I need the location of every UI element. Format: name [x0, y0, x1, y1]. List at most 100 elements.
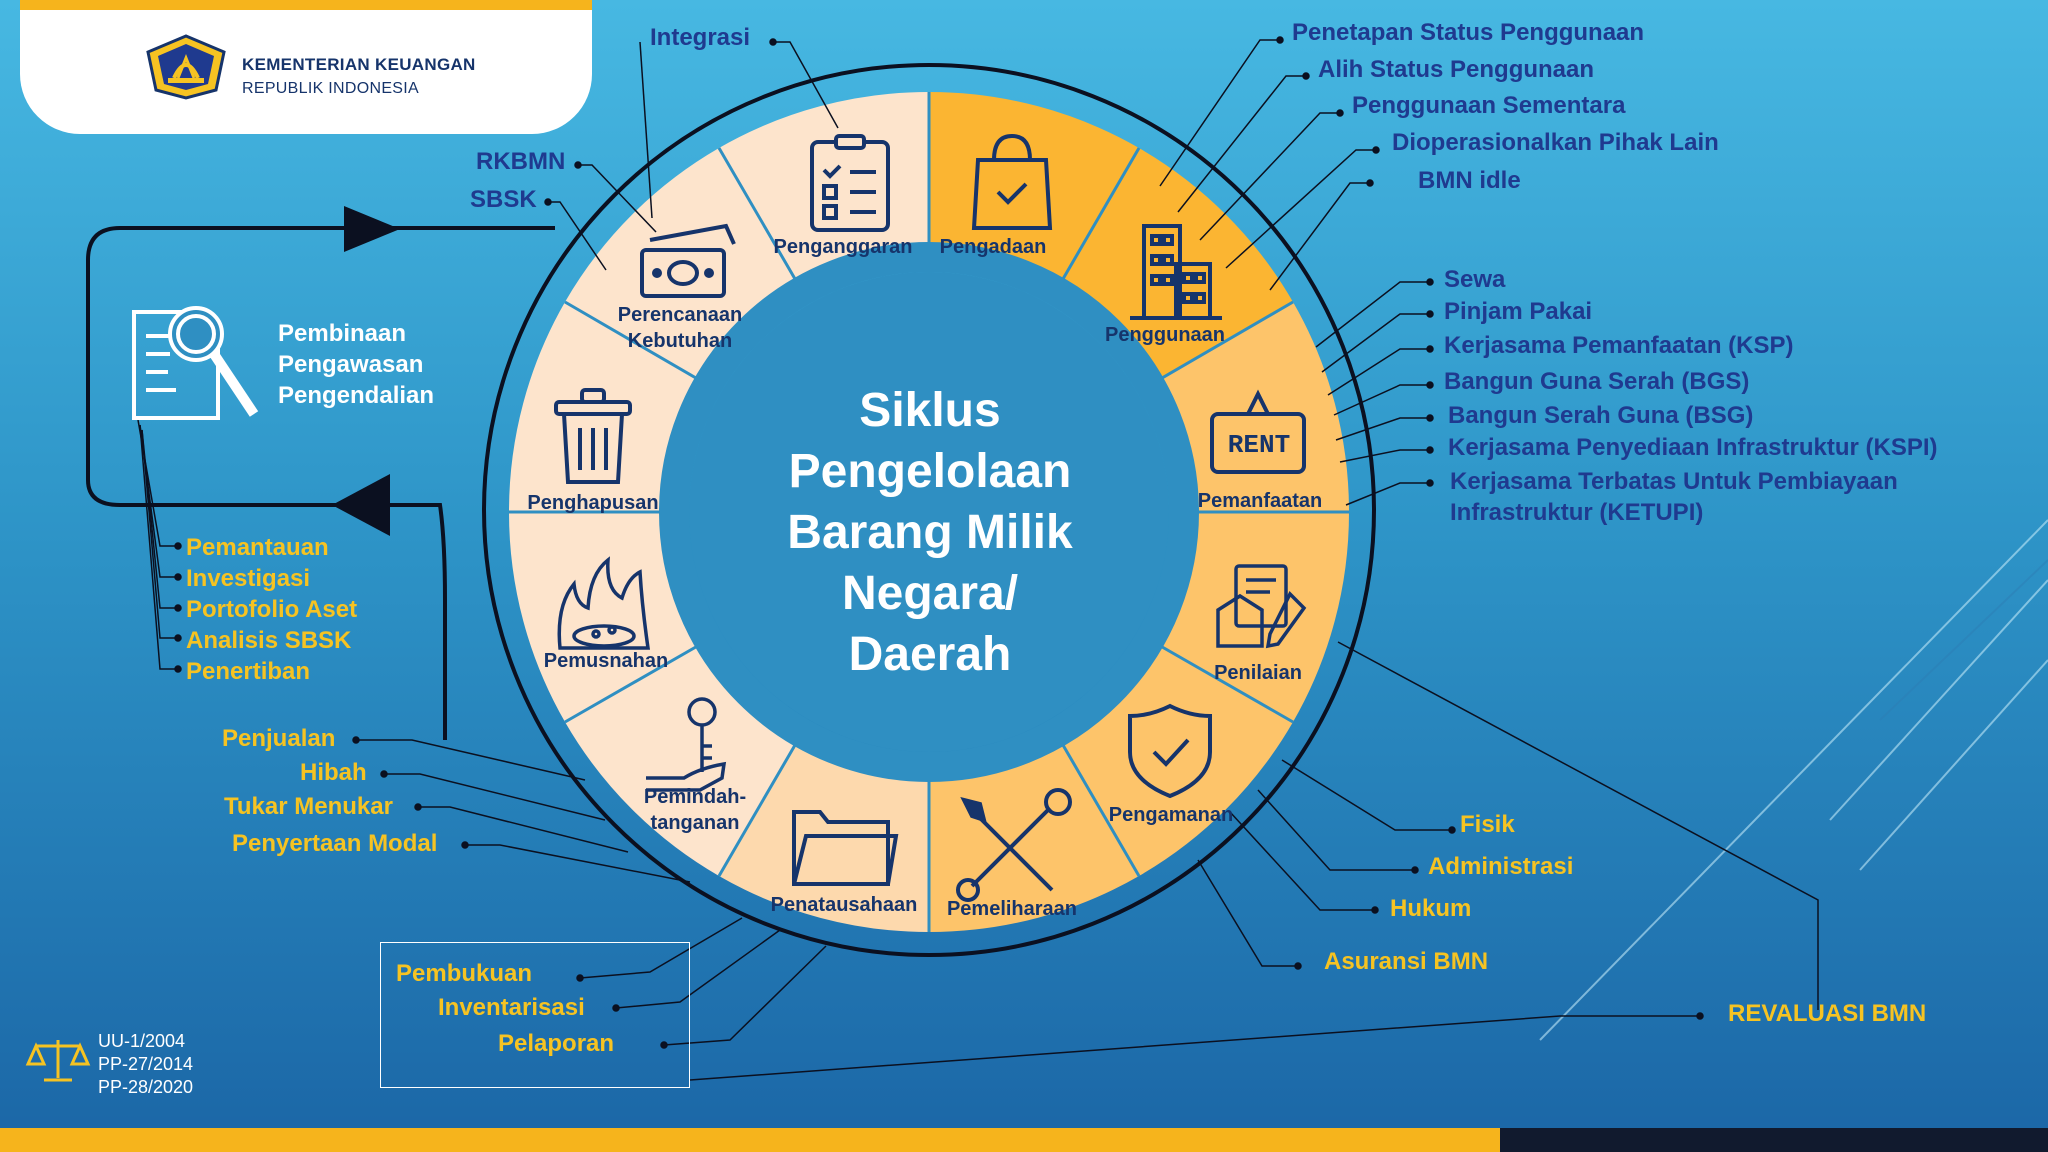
office-building-icon	[1130, 224, 1222, 320]
label-kspi: Kerjasama Penyediaan Infrastruktur (KSPI…	[1448, 434, 1938, 461]
label-dioperasionalkan: Dioperasionalkan Pihak Lain	[1392, 129, 1719, 156]
segment-label-penghapusan: Penghapusan	[527, 492, 659, 514]
label-pembukuan: Pembukuan	[396, 960, 533, 987]
center-title-line2: Pengelolaan	[788, 445, 1072, 498]
segment-label-pengadaan: Pengadaan	[939, 236, 1047, 258]
segment-pemusnahan	[508, 512, 708, 722]
label-bmn-idle: BMN idle	[1418, 167, 1521, 194]
segment-label-pemusnahan: Pemusnahan	[543, 650, 669, 672]
label-integrasi: Integrasi	[650, 24, 751, 51]
rent-sign-text: RENT	[1227, 430, 1291, 460]
label-penjualan: Penjualan	[222, 725, 336, 752]
folder-icon	[792, 810, 899, 886]
tools-wrench-screwdriver-icon	[956, 788, 1072, 902]
segment-label-penilaian: Penilaian	[1214, 662, 1302, 684]
center-title-line4: Negara/	[841, 567, 1019, 620]
segment-label-pengamanan: Pengamanan	[1108, 804, 1234, 826]
header-panel	[20, 0, 592, 134]
segment-label-pemanfaatan: Pemanfaatan	[1197, 490, 1323, 512]
segment-label-pemeliharaan: Pemeliharaan	[946, 898, 1078, 920]
segment-label-perencanaan-line1: Perencanaan	[617, 304, 743, 326]
list-item: Portofolio Aset	[186, 596, 358, 623]
center-title-line1: Siklus	[859, 384, 1001, 437]
label-fisik: Fisik	[1460, 811, 1515, 838]
pembinaan-line1: Pembinaan	[278, 320, 407, 347]
appraisal-house-icon	[1216, 564, 1307, 649]
outer-ring	[482, 63, 1376, 957]
ministry-name: KEMENTERIAN KEUANGAN	[242, 55, 476, 74]
legal-ref-1: UU-1/2004	[98, 1031, 186, 1051]
segment-penghapusan	[508, 302, 708, 512]
pembinaan-block: Pembinaan Pengawasan Pengendalian	[278, 318, 434, 411]
label-ketupi-line2: Infrastruktur (KETUPI)	[1450, 499, 1704, 526]
label-sewa: Sewa	[1444, 266, 1506, 293]
list-item: Penertiban	[186, 658, 311, 685]
trash-bin-icon	[554, 388, 632, 484]
arrow-right-icon	[344, 206, 400, 252]
penatausahaan-box	[380, 942, 690, 1088]
clipboard-checklist-icon	[810, 134, 890, 232]
center-title: Siklus Pengelolaan Barang Milik Negara/ …	[730, 380, 1130, 685]
pembinaan-line3: Pengendalian	[278, 382, 435, 409]
label-hukum: Hukum	[1390, 895, 1472, 922]
label-penetapan-status: Penetapan Status Penggunaan	[1292, 19, 1645, 46]
hand-key-icon	[646, 697, 727, 792]
scale-justice-icon	[25, 1040, 91, 1082]
label-ketupi-line1: Kerjasama Terbatas Untuk Pembiayaan	[1450, 468, 1898, 495]
label-pinjam-pakai: Pinjam Pakai	[1444, 298, 1593, 325]
label-inventarisasi: Inventarisasi	[438, 994, 585, 1021]
label-alih-status: Alih Status Penggunaan	[1318, 56, 1595, 83]
list-item: Investigasi	[186, 565, 311, 592]
connector-lines	[137, 36, 1819, 1081]
pembinaan-line2: Pengawasan	[278, 351, 424, 378]
money-cash-icon	[640, 223, 736, 298]
document-search-icon	[132, 306, 259, 420]
label-penyertaan-modal: Penyertaan Modal	[232, 830, 438, 857]
segment-label-penatausahaan: Penatausahaan	[770, 894, 918, 916]
label-rkbmn: RKBMN	[476, 148, 566, 175]
label-bsg: Bangun Serah Guna (BSG)	[1448, 402, 1754, 429]
header-accent-bar	[20, 0, 592, 10]
wheel-segments	[508, 91, 1350, 933]
label-pelaporan: Pelaporan	[498, 1030, 615, 1057]
fire-destruction-icon	[557, 556, 651, 650]
list-item: Pemantauan	[186, 534, 329, 561]
segment-label-penggunaan: Penggunaan	[1104, 324, 1225, 346]
segment-pengadaan	[929, 91, 1139, 291]
legal-references: UU-1/2004 PP-27/2014 PP-28/2020	[98, 1030, 193, 1099]
ministry-subtitle: REPUBLIK INDONESIA	[242, 80, 420, 97]
footer-dark-bar	[1500, 1128, 2048, 1152]
arrow-left-icon	[332, 474, 390, 536]
center-disc	[689, 272, 1169, 752]
segment-penilaian	[1150, 512, 1350, 722]
rent-sign-icon	[1210, 389, 1306, 474]
segment-label-penganggaran: Penganggaran	[773, 236, 913, 258]
shopping-bag-icon	[971, 133, 1053, 230]
label-tukar-menukar: Tukar Menukar	[224, 793, 393, 820]
center-title-line3: Barang Milik	[787, 506, 1073, 559]
pembinaan-list: Pemantauan Investigasi Portofolio Aset A…	[186, 532, 357, 687]
label-revaluasi-bmn: REVALUASI BMN	[1728, 1000, 1927, 1027]
segment-label-pemindahtanganan-line1: Pemindah-	[643, 786, 747, 808]
segment-label-pemindahtanganan-line2: tanganan	[650, 812, 740, 834]
label-administrasi: Administrasi	[1428, 853, 1574, 880]
shield-check-icon	[1128, 703, 1212, 799]
segment-label-pemindahtanganan: Pemindah- tanganan	[630, 784, 760, 836]
label-hibah: Hibah	[300, 759, 367, 786]
list-item: Analisis SBSK	[186, 627, 352, 654]
kemenkeu-logo-icon	[146, 34, 226, 100]
segment-label-perencanaan-line2: Kebutuhan	[627, 330, 733, 352]
label-bgs: Bangun Guna Serah (BGS)	[1444, 368, 1750, 395]
label-asuransi-bmn: Asuransi BMN	[1324, 948, 1489, 975]
center-title-line5: Daerah	[848, 628, 1012, 681]
segment-label-perencanaan: Perencanaan Kebutuhan	[600, 302, 760, 354]
label-penggunaan-sementara: Penggunaan Sementara	[1352, 92, 1626, 119]
segment-pemeliharaan	[929, 733, 1139, 933]
oversight-loop	[86, 226, 555, 740]
label-sbsk: SBSK	[470, 186, 537, 213]
legal-ref-3: PP-28/2020	[98, 1077, 194, 1097]
label-ksp: Kerjasama Pemanfaatan (KSP)	[1444, 332, 1794, 359]
